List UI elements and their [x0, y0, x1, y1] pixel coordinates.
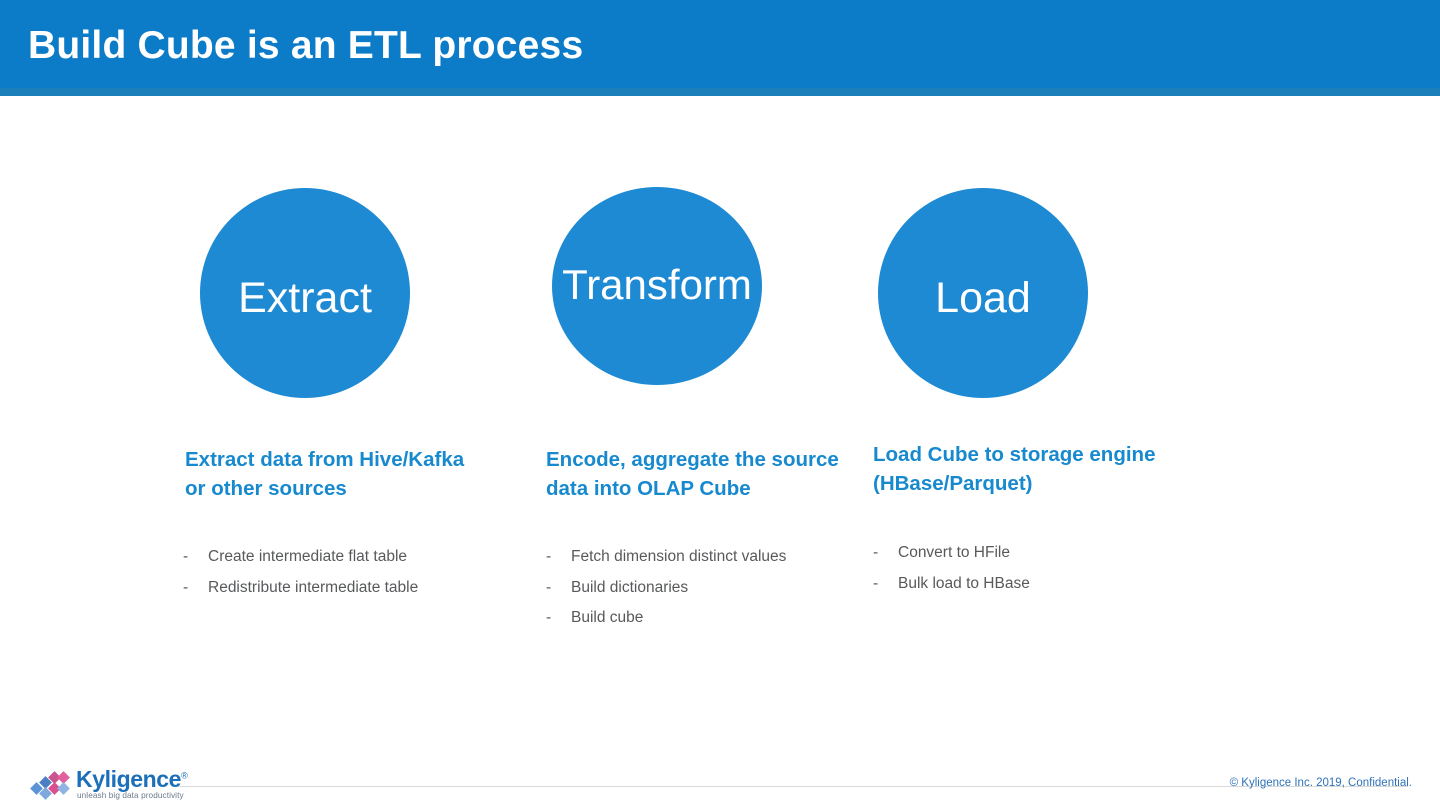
stage-circle-extract: Extract: [200, 188, 410, 398]
footer-divider: [176, 786, 1408, 787]
list-item: - Bulk load to HBase: [873, 574, 1193, 592]
stage-circle-label: Extract: [238, 273, 372, 322]
list-item-label: Bulk load to HBase: [898, 574, 1030, 592]
kyligence-logo: Kyligence® unleash big data productivity: [30, 768, 188, 806]
header-band: [0, 0, 1440, 88]
bullet-dash-icon: -: [546, 609, 552, 626]
bullet-dash-icon: -: [183, 578, 189, 596]
header-underbar: [0, 88, 1440, 96]
bullet-dash-icon: -: [183, 548, 189, 565]
page-title: Build Cube is an ETL process: [28, 24, 584, 67]
etl-stage-extract: Extract Extract data from Hive/Kafka or …: [180, 185, 520, 595]
etl-stage-transform: Transform Encode, aggregate the source d…: [540, 185, 880, 625]
stage-heading-load: Load Cube to storage engine (HBase/Parqu…: [873, 443, 1156, 495]
stage-circle-wrap: Transform: [540, 185, 880, 410]
list-item-label: Redistribute intermediate table: [208, 578, 419, 596]
list-item-label: Convert to HFile: [898, 544, 1010, 561]
stage-circle-wrap: Load: [868, 185, 1208, 410]
stage-circle-label: Load: [935, 273, 1031, 322]
stage-circle-wrap: Extract: [180, 185, 520, 410]
stage-bullets-extract: - Create intermediate flat table - Redis…: [183, 549, 503, 610]
kyligence-wordmark: Kyligence®: [76, 766, 188, 792]
list-item: - Create intermediate flat table: [183, 549, 503, 565]
bullet-dash-icon: -: [873, 544, 879, 561]
kyligence-diamond-mark-icon: [30, 771, 72, 806]
bullet-dash-icon: -: [546, 578, 552, 596]
list-item: - Redistribute intermediate table: [183, 578, 503, 596]
list-item-label: Fetch dimension distinct values: [571, 548, 787, 565]
stage-bullets-load: - Convert to HFile - Bulk load to HBase: [873, 545, 1193, 606]
bullet-dash-icon: -: [873, 574, 879, 592]
bullet-dash-icon: -: [546, 548, 552, 565]
list-item: - Build dictionaries: [546, 578, 866, 596]
stage-circle-load: Load: [878, 188, 1088, 398]
stage-circle-transform: Transform: [552, 187, 762, 385]
stage-bullets-transform: - Fetch dimension distinct values - Buil…: [546, 549, 866, 641]
stage-circle-label: Transform: [562, 261, 752, 308]
list-item-label: Build dictionaries: [571, 578, 689, 596]
list-item: - Build cube: [546, 610, 866, 626]
kyligence-tagline: unleash big data productivity: [77, 791, 184, 800]
list-item-label: Build cube: [571, 609, 644, 626]
kyligence-wordmark-text: Kyligence: [76, 766, 182, 792]
registered-trademark-icon: ®: [181, 770, 188, 781]
stage-heading-transform: Encode, aggregate the source data into O…: [546, 448, 839, 500]
list-item: - Convert to HFile: [873, 545, 1193, 561]
copyright-notice: © Kyligence Inc. 2019, Confidential.: [1229, 777, 1412, 789]
list-item: - Fetch dimension distinct values: [546, 549, 866, 565]
stage-heading-extract: Extract data from Hive/Kafka or other so…: [185, 448, 465, 500]
list-item-label: Create intermediate flat table: [208, 548, 408, 565]
etl-stage-load: Load Load Cube to storage engine (HBase/…: [868, 185, 1208, 591]
